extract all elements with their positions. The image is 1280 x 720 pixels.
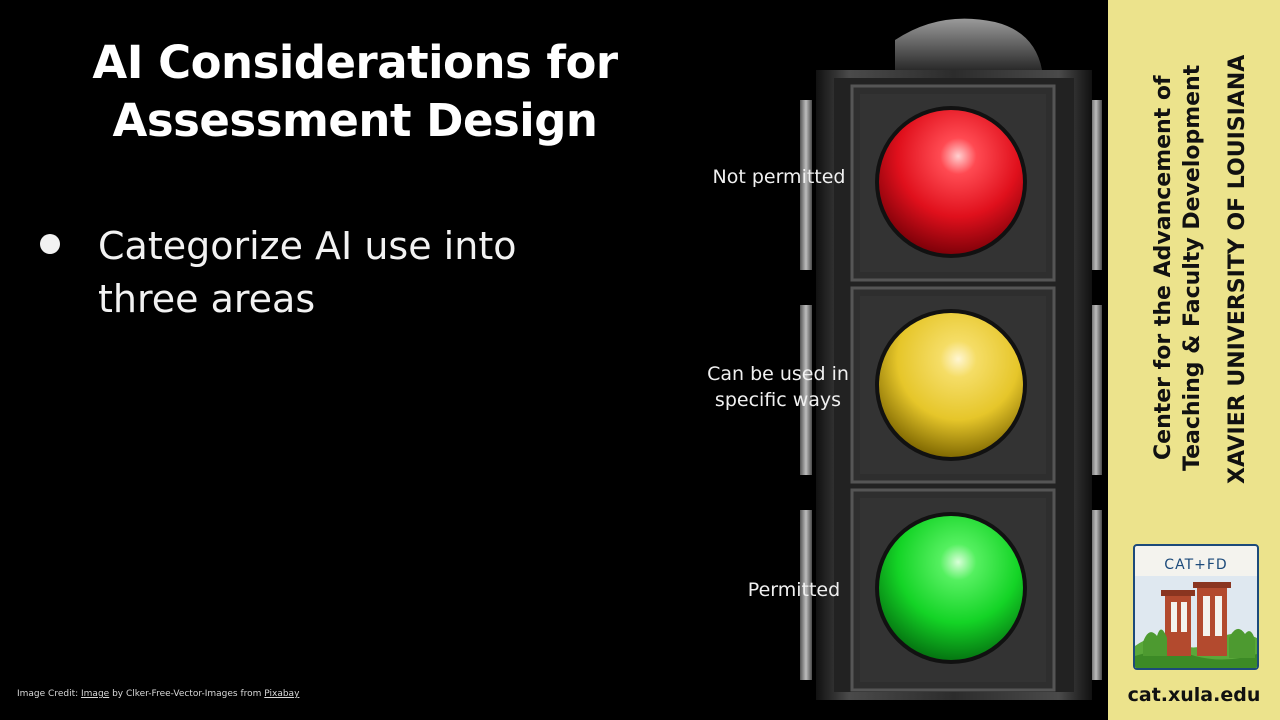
slide-title: AI Considerations for Assessment Design bbox=[40, 34, 670, 150]
traffic-light-icon bbox=[800, 18, 1102, 700]
building-icon bbox=[1135, 576, 1257, 668]
sidebar-vertical-text: Center for the Advancement of Teaching &… bbox=[1108, 0, 1280, 520]
catfd-logo: CAT+FD bbox=[1133, 544, 1259, 670]
bullet-dot-icon bbox=[40, 234, 60, 254]
credit-prefix: Image Credit: bbox=[17, 689, 82, 699]
slide-title-line-2: Assessment Design bbox=[112, 94, 598, 147]
specific-ways-label-line-1: Can be used in bbox=[707, 363, 849, 385]
branding-sidebar: Center for the Advancement of Teaching &… bbox=[1108, 0, 1280, 720]
credit-image-link[interactable]: Image bbox=[81, 689, 110, 699]
credit-middle: by Clker-Free-Vector-Images from bbox=[109, 689, 265, 699]
green-light bbox=[879, 516, 1023, 660]
bullet-text-line-2: three areas bbox=[98, 277, 316, 321]
bullet-text-line-1: Categorize AI use into bbox=[98, 224, 517, 268]
red-light bbox=[879, 110, 1023, 254]
not-permitted-label: Not permitted bbox=[712, 166, 846, 188]
sidebar-university-line: XAVIER UNIVERSITY OF LOUISIANA bbox=[1225, 54, 1250, 484]
logo-text: CAT+FD bbox=[1164, 557, 1228, 573]
slide-title-line-1: AI Considerations for bbox=[92, 36, 618, 89]
sidebar-teaching-line: Teaching & Faculty Development bbox=[1180, 64, 1205, 472]
specific-ways-label: Can be used in specific ways bbox=[694, 361, 862, 413]
bullet-item: Categorize AI use into three areas bbox=[38, 220, 598, 326]
credit-pixabay-link[interactable]: Pixabay bbox=[264, 689, 300, 699]
permitted-label: Permitted bbox=[747, 579, 841, 601]
yellow-light bbox=[879, 313, 1023, 457]
specific-ways-label-line-2: specific ways bbox=[714, 389, 842, 411]
website-url[interactable]: cat.xula.edu bbox=[1127, 684, 1261, 706]
logo-frame: CAT+FD bbox=[1133, 544, 1259, 670]
sidebar-center-line: Center for the Advancement of bbox=[1151, 75, 1176, 461]
image-credit: Image Credit: Image by Clker-Free-Vector… bbox=[17, 688, 299, 700]
